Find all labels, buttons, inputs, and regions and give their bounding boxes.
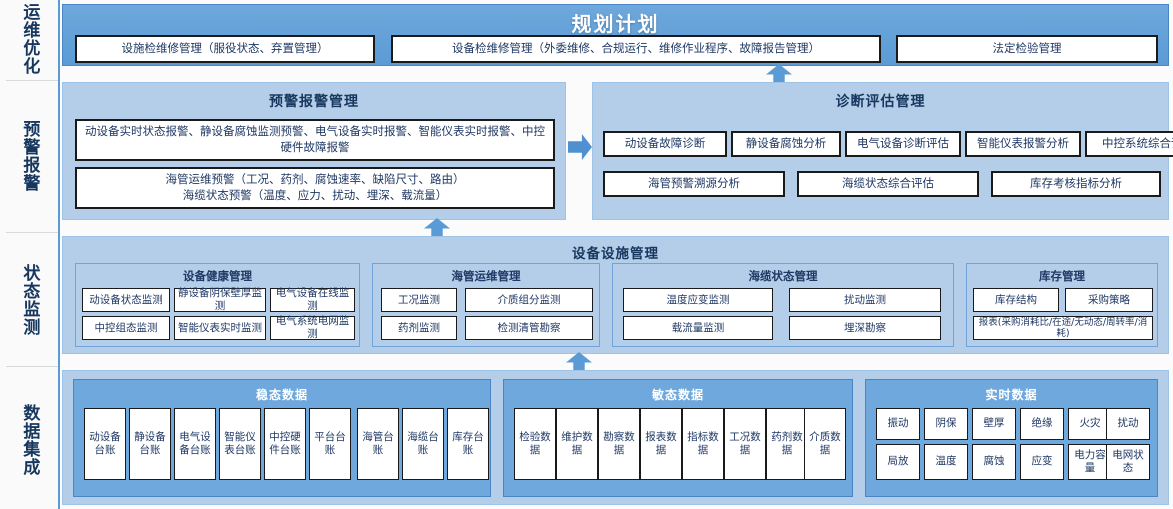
diagnosis-box-inventory-kpi[interactable]: 库存考核指标分析 — [991, 171, 1161, 197]
equipment-group-health: 设备健康管理 动设备状态监测 静设备阴保壁厚监测 电气设备在线监测 中控组态监测… — [75, 263, 360, 347]
diagnosis-box-static-equipment-corrosion[interactable]: 静设备腐蚀分析 — [731, 131, 841, 157]
realtime-item-power-capacity[interactable]: 电力容量 — [1068, 444, 1112, 480]
sidebar-divider-3 — [6, 366, 58, 367]
health-cell-electrical-grid[interactable]: 电气系统电网监测 — [270, 315, 355, 340]
pipeline-cell-medium-composition[interactable]: 介质组分监测 — [465, 288, 593, 312]
equipment-group-pipeline-title: 海管运维管理 — [451, 269, 521, 283]
steady-item-electrical-ledger[interactable]: 电气设备台账 — [174, 408, 216, 480]
data-group-agile-title: 敏态数据 — [651, 388, 704, 402]
cable-cell-burial-depth-survey[interactable]: 埋深勘察 — [789, 316, 941, 340]
health-cell-static-cathodic-wall[interactable]: 静设备阴保壁厚监测 — [174, 287, 266, 312]
realtime-item-cathodic[interactable]: 阴保 — [924, 408, 968, 440]
agile-item-medium-data[interactable]: 介质数据 — [804, 408, 846, 480]
diagnosis-box-smart-instrument-alarm[interactable]: 智能仪表报警分析 — [965, 131, 1081, 157]
pipeline-cell-pigging-survey[interactable]: 检测清管勘察 — [465, 316, 593, 340]
data-group-realtime: 实时数据 振动 阴保 壁厚 绝缘 火灾 扰动 局放 温度 腐蚀 应变 电力容量 … — [865, 379, 1158, 497]
pipeline-cell-condition-monitoring[interactable]: 工况监测 — [381, 288, 457, 312]
cable-cell-current-capacity[interactable]: 载流量监测 — [623, 316, 773, 340]
sidebar-item-early-warning[interactable]: 预警报警 — [0, 86, 58, 226]
equipment-group-health-title: 设备健康管理 — [183, 269, 252, 283]
equipment-facility-title: 设备设施管理 — [572, 246, 659, 262]
health-cell-central-control-scada[interactable]: 中控组态监测 — [82, 316, 170, 340]
health-cell-smart-instrument-realtime[interactable]: 智能仪表实时监测 — [174, 316, 266, 340]
data-integration-band: 稳态数据 动设备台账 静设备台账 电气设备台账 智能仪表台账 中控硬件台账 平台… — [62, 370, 1169, 505]
realtime-item-grid-status[interactable]: 电网状态 — [1106, 444, 1150, 480]
agile-item-survey-data[interactable]: 勘察数据 — [598, 408, 640, 480]
steady-item-rotating-ledger[interactable]: 动设备台账 — [84, 408, 126, 480]
inventory-cell-structure[interactable]: 库存结构 — [973, 288, 1059, 312]
realtime-item-strain[interactable]: 应变 — [1020, 444, 1064, 480]
data-group-steady: 稳态数据 动设备台账 静设备台账 电气设备台账 智能仪表台账 中控硬件台账 平台… — [73, 379, 491, 497]
sidebar-item-label: 运维优化 — [19, 3, 40, 75]
alarm-panel: 预警报警管理 动设备实时状态报警、静设备腐蚀监测预警、电气设备实时报警、智能仪表… — [62, 82, 566, 220]
alarm-panel-title: 预警报警管理 — [269, 94, 359, 110]
diagnosis-box-electrical-equipment[interactable]: 电气设备诊断评估 — [845, 131, 961, 157]
realtime-item-temperature[interactable]: 温度 — [924, 444, 968, 480]
cable-cell-temperature-strain[interactable]: 温度应变监测 — [623, 288, 773, 312]
sidebar-item-ops-optimization[interactable]: 运维优化 — [0, 2, 58, 76]
sidebar: 运维优化 预警报警 状态监测 数据集成 — [0, 0, 60, 509]
realtime-item-partial-discharge[interactable]: 局放 — [876, 444, 920, 480]
equipment-group-cable: 海缆状态管理 温度应变监测 扰动监测 载流量监测 埋深勘察 — [612, 263, 954, 347]
equipment-group-inventory-title: 库存管理 — [1039, 269, 1085, 283]
equipment-group-inventory: 库存管理 库存结构 采购策略 报表(采购消耗比/在途/无动态/周转率/消耗) — [966, 263, 1158, 347]
inventory-cell-reports[interactable]: 报表(采购消耗比/在途/无动态/周转率/消耗) — [973, 316, 1153, 340]
sidebar-item-data-integration[interactable]: 数据集成 — [0, 376, 58, 504]
sidebar-divider-1 — [6, 80, 58, 81]
data-group-steady-title: 稳态数据 — [255, 388, 308, 402]
realtime-item-insulation[interactable]: 绝缘 — [1020, 408, 1064, 440]
equipment-group-cable-title: 海缆状态管理 — [748, 269, 818, 283]
realtime-item-disturbance[interactable]: 扰动 — [1106, 408, 1150, 440]
steady-item-platform-ledger[interactable]: 平台台账 — [309, 408, 351, 480]
agile-item-kpi-data[interactable]: 指标数据 — [682, 408, 724, 480]
agile-item-inspection-data[interactable]: 检验数据 — [514, 408, 556, 480]
diagnosis-panel-title: 诊断评估管理 — [835, 94, 926, 110]
inventory-cell-procurement-strategy[interactable]: 采购策略 — [1065, 288, 1153, 312]
sidebar-divider-2 — [6, 232, 58, 233]
steady-item-cable-ledger[interactable]: 海缆台账 — [402, 408, 444, 480]
arrow-right-icon-alarm-to-diagnosis — [568, 134, 592, 160]
steady-item-pipeline-ledger[interactable]: 海管台账 — [357, 408, 399, 480]
diagnosis-box-pipeline-root-cause[interactable]: 海管预警溯源分析 — [603, 171, 785, 197]
sidebar-item-status-monitoring[interactable]: 状态监测 — [0, 240, 58, 360]
diagnosis-box-central-control-evaluation[interactable]: 中控系统综合评估 — [1085, 131, 1173, 157]
planning-box-facility-maintenance[interactable]: 设施检维修管理（服役状态、弃置管理） — [75, 35, 375, 63]
sidebar-item-label: 状态监测 — [19, 264, 40, 336]
equipment-facility-band: 设备设施管理 设备健康管理 动设备状态监测 静设备阴保壁厚监测 电气设备在线监测… — [62, 236, 1169, 354]
equipment-group-pipeline: 海管运维管理 工况监测 介质组分监测 药剂监测 检测清管勘察 — [372, 263, 600, 347]
agile-item-maintenance-data[interactable]: 维护数据 — [556, 408, 598, 480]
alarm-box-pipeline-cable-warning[interactable]: 海管运维预警（工况、药剂、腐蚀速率、缺陷尺寸、路由） 海缆状态预警（温度、应力、… — [75, 167, 555, 209]
realtime-item-fire[interactable]: 火灾 — [1068, 408, 1112, 440]
planning-title: 规划计划 — [571, 12, 660, 36]
data-group-agile: 敏态数据 检验数据 维护数据 勘察数据 报表数据 指标数据 工况数据 药剂数据 … — [503, 379, 853, 497]
steady-item-control-hardware-ledger[interactable]: 中控硬件台账 — [264, 408, 306, 480]
data-group-realtime-title: 实时数据 — [985, 388, 1038, 402]
alarm-box-realtime-alarms[interactable]: 动设备实时状态报警、静设备腐蚀监测预警、电气设备实时报警、智能仪表实时报警、中控… — [75, 119, 555, 161]
realtime-item-corrosion[interactable]: 腐蚀 — [972, 444, 1016, 480]
diagnosis-box-rotating-equipment-fault[interactable]: 动设备故障诊断 — [603, 131, 727, 157]
planning-band: 规划计划 设施检维修管理（服役状态、弃置管理） 设备检维修管理（外委维修、合规运… — [62, 4, 1169, 66]
agile-item-condition-data[interactable]: 工况数据 — [724, 408, 766, 480]
agile-item-chemical-data[interactable]: 药剂数据 — [766, 408, 808, 480]
sidebar-item-label: 预警报警 — [19, 120, 40, 192]
health-cell-rotating-status[interactable]: 动设备状态监测 — [82, 288, 170, 312]
realtime-item-vibration[interactable]: 振动 — [876, 408, 920, 440]
sidebar-item-label: 数据集成 — [19, 404, 40, 476]
health-cell-electrical-online[interactable]: 电气设备在线监测 — [270, 287, 355, 312]
steady-item-instrument-ledger[interactable]: 智能仪表台账 — [219, 408, 261, 480]
diagnosis-box-cable-comprehensive[interactable]: 海缆状态综合评估 — [797, 171, 979, 197]
planning-box-statutory-inspection[interactable]: 法定检验管理 — [896, 35, 1158, 63]
pipeline-cell-chemical-monitoring[interactable]: 药剂监测 — [381, 316, 457, 340]
steady-item-inventory-ledger[interactable]: 库存台账 — [447, 408, 489, 480]
cable-cell-disturbance[interactable]: 扰动监测 — [789, 288, 941, 312]
realtime-item-wall-thickness[interactable]: 壁厚 — [972, 408, 1016, 440]
planning-box-equipment-maintenance[interactable]: 设备检维修管理（外委维修、合规运行、维修作业程序、故障报告管理） — [391, 35, 881, 63]
agile-item-report-data[interactable]: 报表数据 — [640, 408, 682, 480]
diagnosis-panel: 诊断评估管理 动设备故障诊断 静设备腐蚀分析 电气设备诊断评估 智能仪表报警分析… — [592, 82, 1173, 220]
steady-item-static-ledger[interactable]: 静设备台账 — [129, 408, 171, 480]
